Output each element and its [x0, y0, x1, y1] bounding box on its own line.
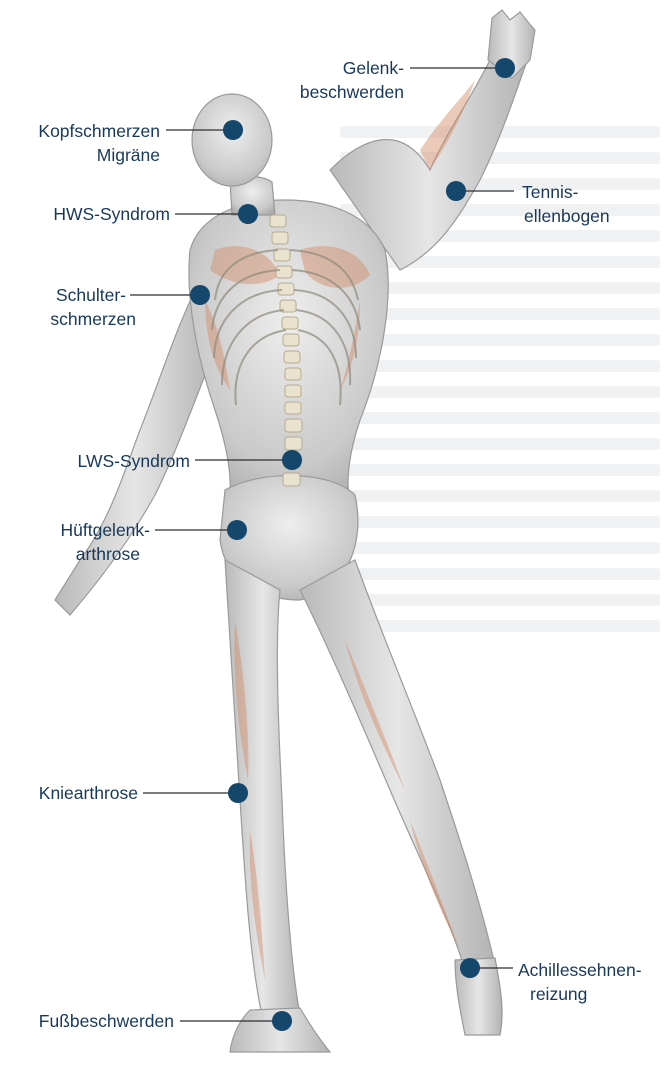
marker-gelenk	[495, 58, 515, 78]
label-lws-syndrom: LWS-Syndrom	[6, 449, 190, 473]
label-kopfschmerzen: Kopfschmerzen Migräne	[6, 119, 160, 167]
marker-lws	[282, 450, 302, 470]
label-schulterschmerzen: Schulter- schmerzen	[4, 283, 126, 331]
label-tennisellenbogen: Tennis- ellenbogen	[520, 180, 610, 228]
marker-hws	[238, 204, 258, 224]
label-hueftgelenkarthrose: Hüftgelenk- arthrose	[4, 518, 150, 566]
label-fussbeschwerden: Fußbeschwerden	[4, 1009, 174, 1033]
label-achillessehnenreizung: Achillessehnen- reizung	[518, 958, 642, 1006]
label-gelenkbeschwerden: Gelenk- beschwerden	[286, 56, 404, 104]
label-hws-syndrom: HWS-Syndrom	[6, 202, 170, 226]
label-kniearthrose: Kniearthrose	[4, 781, 138, 805]
marker-fuss	[272, 1011, 292, 1031]
marker-schulter	[190, 285, 210, 305]
marker-achilles	[460, 958, 480, 978]
marker-hueft	[227, 520, 247, 540]
marker-tennis	[446, 181, 466, 201]
marker-kopf	[223, 120, 243, 140]
marker-knie	[228, 783, 248, 803]
